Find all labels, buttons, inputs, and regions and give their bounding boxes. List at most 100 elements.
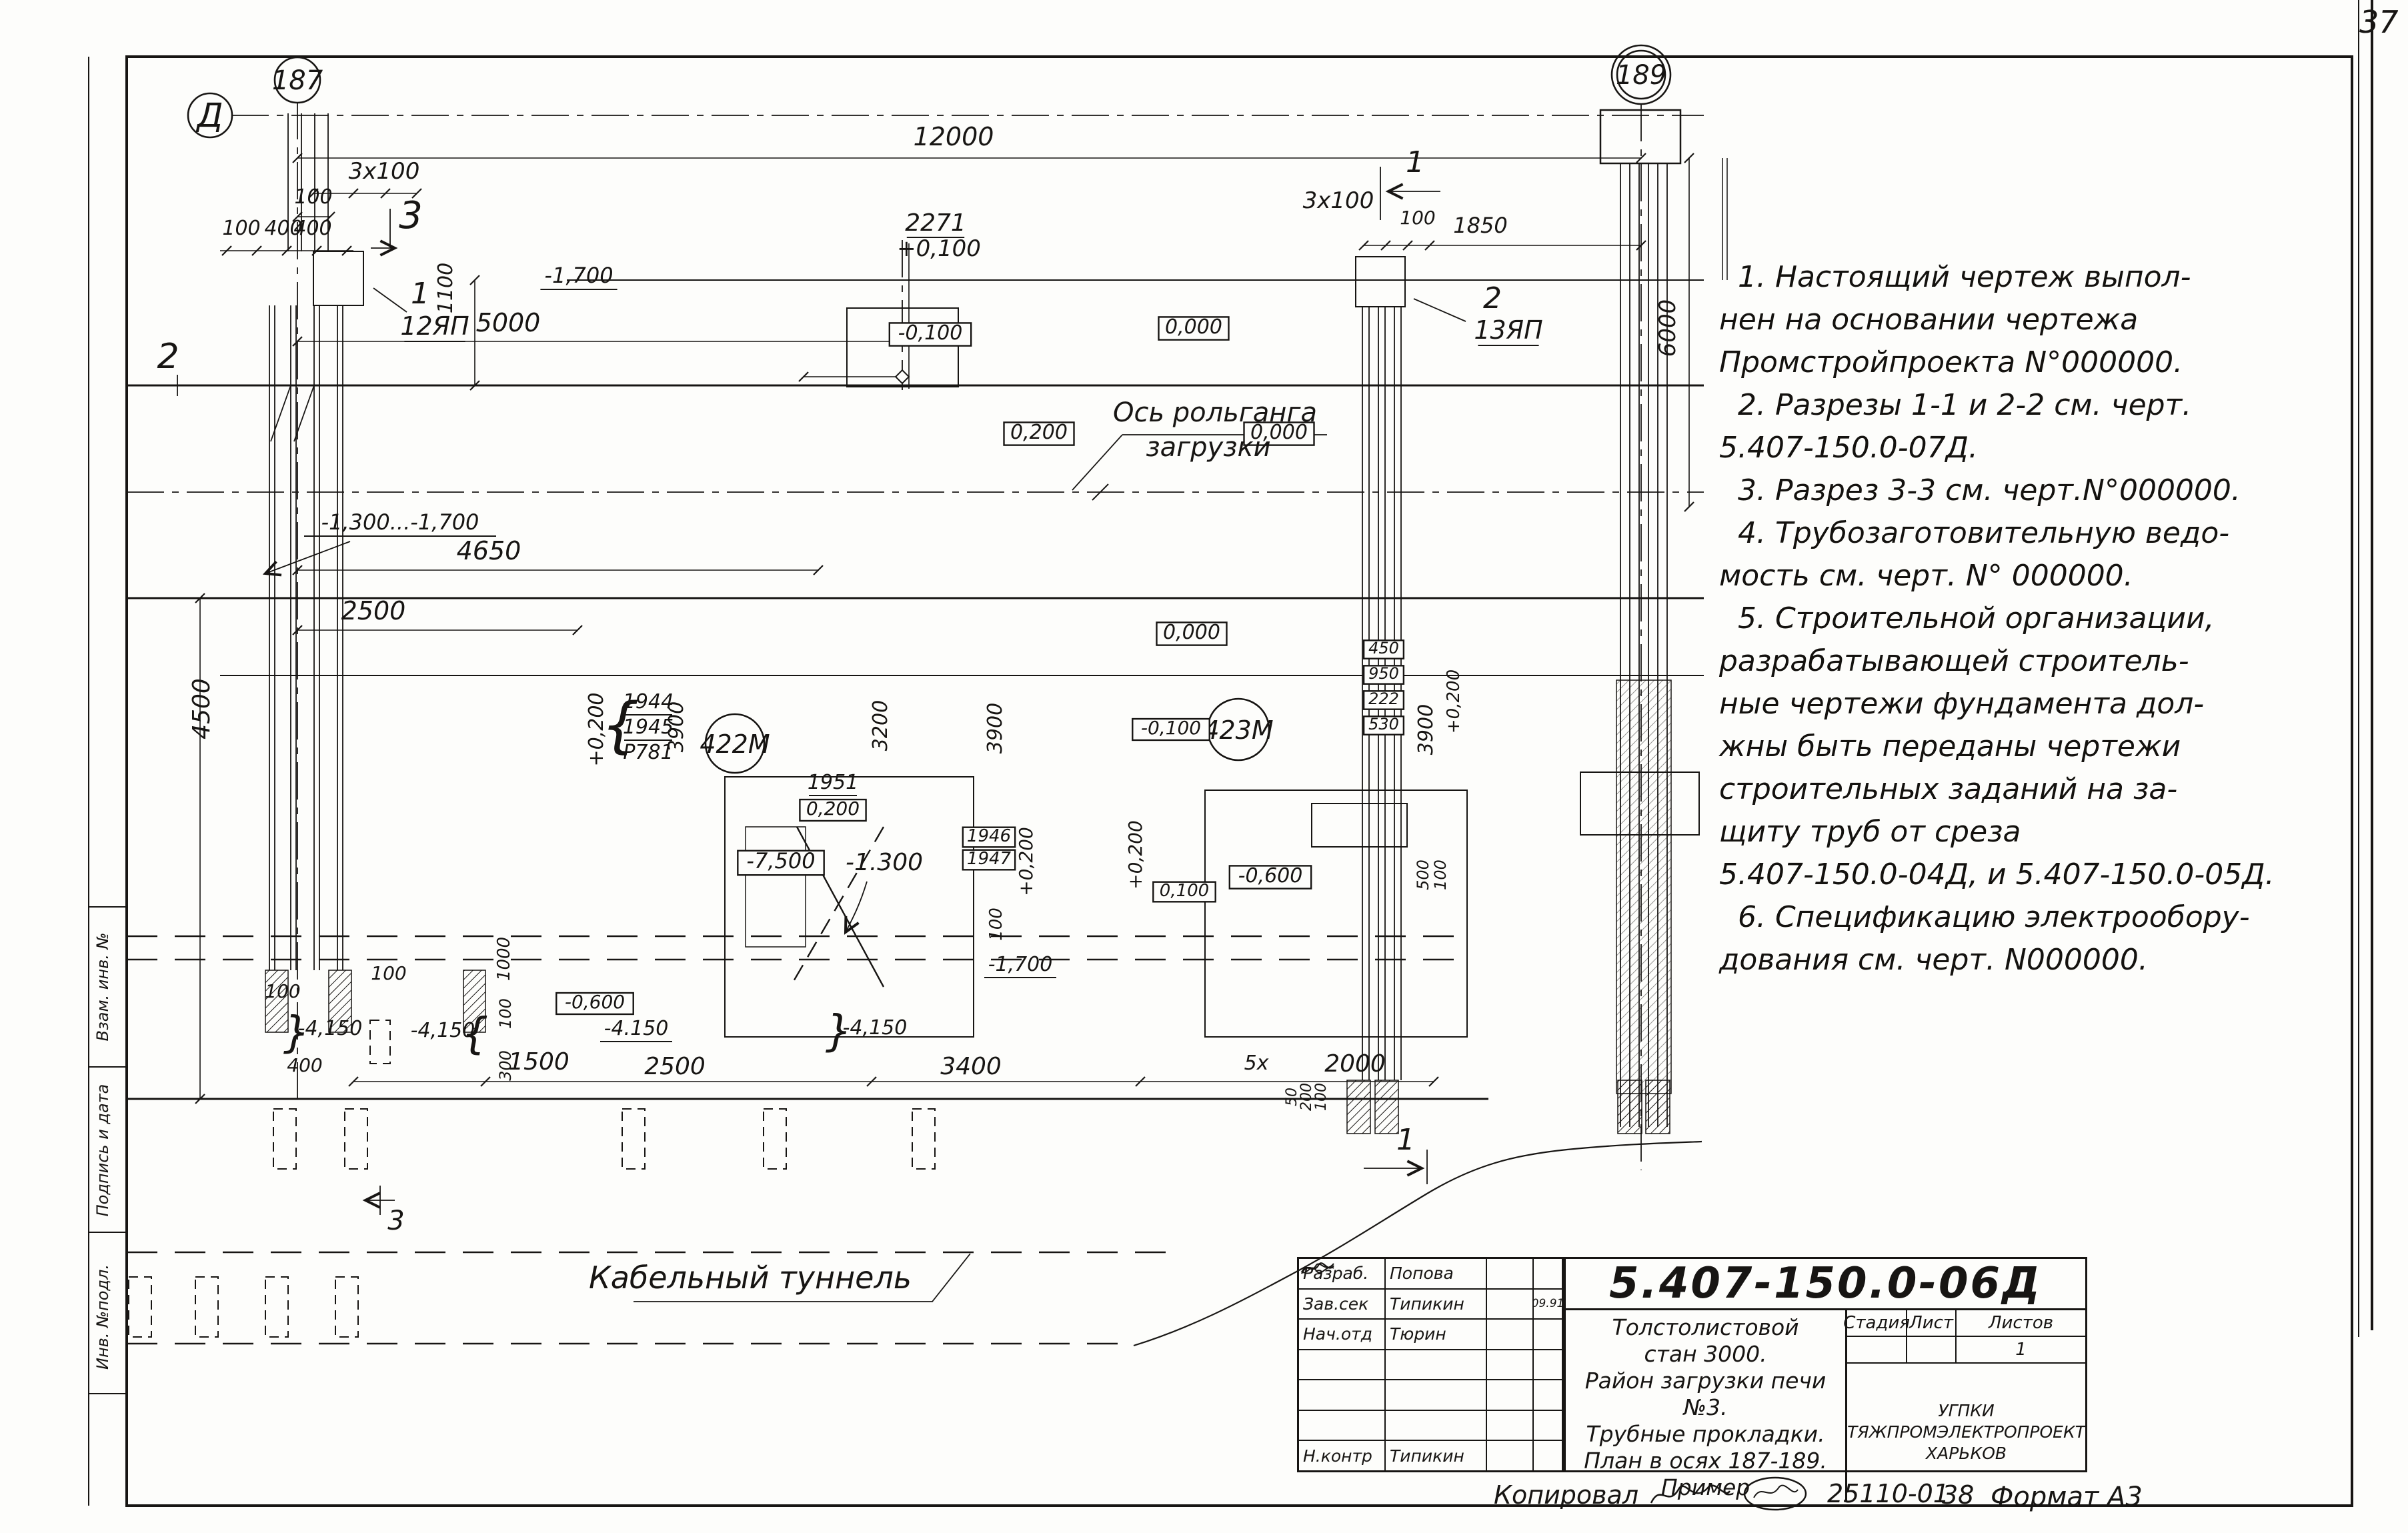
level-minus4150-c: -4.150	[604, 1017, 669, 1040]
level-0200-box-a-frame	[1003, 421, 1075, 446]
dim-400-b: 400	[293, 217, 331, 240]
note-line-5: 5.407-150.0-07Д.	[1719, 431, 1979, 465]
level-plus0200-c: +0,200	[1124, 820, 1146, 890]
level-minus0100-box-b-frame	[1132, 717, 1210, 741]
org-line: ХАРЬКОВ	[1926, 1444, 2007, 1463]
pipe-box-530-frame	[1362, 715, 1405, 735]
level-minus1700-mid: -1,700	[988, 953, 1053, 976]
dim-3900-c: 3900	[1414, 704, 1438, 755]
pipe-1947-box-frame	[962, 849, 1016, 871]
level-0200-box-a: 0,200	[1010, 421, 1068, 444]
dim-300-rot: 300	[496, 1050, 515, 1081]
note-line-9: 5. Строительной организации,	[1719, 601, 2215, 635]
footer-signature-scribble	[1650, 1484, 1731, 1504]
brace-4150-c: }	[826, 1007, 853, 1056]
section-1-bottom: 1	[1396, 1123, 1415, 1157]
dim-4500: 4500	[188, 678, 215, 739]
level-0100-box: 0,100	[1160, 881, 1209, 901]
pipe-r781: Р781	[623, 741, 673, 764]
titleblock-row-empty	[1299, 1379, 1562, 1410]
org-line: ТЯЖПРОМЭЛЕКТРОПРОЕКТ	[1847, 1422, 2085, 1442]
dim-2271: 2271	[905, 209, 966, 237]
dim-100-mid: 100	[986, 908, 1006, 941]
signature-scribble	[1301, 1262, 1532, 1319]
dim-3400: 3400	[940, 1053, 1002, 1080]
pipe-box-450: 450	[1368, 639, 1399, 657]
list-value	[1906, 1337, 1956, 1364]
axis-circles	[187, 44, 1672, 774]
titleblock-main: 5.407-150.0-06Д Толстолистовой стан 3000…	[1564, 1257, 2087, 1501]
brace-4150-a: }	[283, 1008, 311, 1058]
row-date	[1532, 1410, 1562, 1440]
row-date	[1532, 1350, 1562, 1380]
note-line-8: мость см. черт. N° 000000.	[1719, 559, 2133, 593]
row-date	[1532, 1320, 1562, 1349]
row-role: Нач.отд	[1303, 1324, 1372, 1344]
pipe-1946-box-frame	[962, 826, 1016, 848]
note-line-13: строительных заданий на за-	[1719, 772, 2178, 806]
row-role: Разраб.	[1303, 1264, 1369, 1284]
row-name	[1384, 1380, 1486, 1410]
dim-400-c: 400	[287, 1054, 322, 1076]
stamp-vzam-inv: Взам. инв. №	[93, 933, 112, 1042]
row-date	[1532, 1380, 1562, 1410]
titleblock-row: Зав.сек Типикин 09.91	[1299, 1262, 1562, 1319]
dim-5000: 5000	[476, 308, 541, 337]
row-date	[1532, 1259, 1562, 1288]
dim-100-rot-b: 100	[1431, 860, 1450, 890]
level-minus4150-a: -4,150	[298, 1017, 363, 1040]
pipe-box-950: 950	[1368, 664, 1399, 683]
dim-3x100-left: 3х100	[349, 158, 420, 185]
level-plus0100: +0,100	[897, 235, 981, 262]
dim-12000: 12000	[914, 122, 994, 151]
pipe-1947-box: 1947	[967, 849, 1012, 869]
titleblock-row: Нач.отд Тюрин	[1299, 1266, 1562, 1349]
break-wavy-line	[1133, 1140, 1702, 1347]
leader-lines	[177, 167, 1466, 1302]
pipe-box-222: 222	[1368, 689, 1399, 708]
description-line: стан 3000.	[1644, 1341, 1767, 1367]
cable-tunnel-lines	[127, 935, 1467, 1345]
stage-header-stadiya: Стадия	[1843, 1310, 1910, 1337]
stamp-podpis-data: Подпись и дата	[93, 1084, 112, 1217]
level-0200-box-b-frame	[799, 798, 867, 822]
signature-scribble	[1301, 1266, 1532, 1349]
note-line-12: жны быть переданы чертежи	[1719, 729, 2181, 763]
dim-2500-bot: 2500	[644, 1053, 706, 1080]
stamp-inv-podl: Инв. №подл.	[93, 1264, 112, 1370]
level-minus7500-box-frame	[737, 850, 825, 876]
description-line: Район загрузки печи №3.	[1584, 1368, 1827, 1420]
note-line-3: Промстройпроекта N°000000.	[1719, 345, 2183, 379]
level-plus0200-a: +0,200	[585, 692, 608, 766]
level-minus4150-d: -4,150	[843, 1016, 908, 1040]
dim-100-b: 100	[222, 217, 260, 240]
titleblock-row: Разраб. Попова	[1299, 1259, 1562, 1288]
dim-2500-mid: 2500	[341, 596, 406, 625]
row-sig	[1486, 1410, 1532, 1440]
level-0100-box-frame	[1152, 881, 1216, 903]
brace-pipes-left: {	[601, 690, 639, 760]
titleblock-row-empty	[1299, 1409, 1562, 1440]
level-minus0600-box-a-frame	[1228, 865, 1312, 890]
dim-3200: 3200	[869, 700, 892, 751]
dim-5x: 5х	[1244, 1052, 1269, 1075]
dim-100-d: 100	[371, 962, 406, 984]
pipe-box-950-frame	[1362, 665, 1405, 685]
level-0000-box-a-frame	[1158, 316, 1230, 341]
description-line: Толстолистовой	[1612, 1314, 1799, 1340]
hatched-blocks	[265, 679, 1672, 1134]
level-0000-box-c-frame	[1156, 621, 1228, 646]
org-line: УГПКИ	[1938, 1401, 1995, 1420]
description-line: План в осях 187-189. Пример	[1584, 1448, 1827, 1500]
note-line-4: 2. Разрезы 1-1 и 2-2 см. черт.	[1719, 388, 2192, 422]
level-minus0100-box-b: -0,100	[1141, 717, 1201, 739]
stage-table: Стадия Лист Листов 1 УГПКИ ТЯЖПРОМЭЛЕКТР…	[1843, 1310, 2085, 1501]
axis-circle-189-label: 189	[1616, 60, 1666, 91]
level-minus1300: -1.300	[846, 849, 923, 876]
note-line-16: 6. Спецификацию электрообору-	[1719, 900, 2250, 934]
row-name	[1384, 1410, 1486, 1440]
level-0200-box-b: 0,200	[806, 798, 860, 820]
footer-stamp-oval	[1743, 1476, 1807, 1511]
row-name: Тюрин	[1384, 1320, 1486, 1349]
